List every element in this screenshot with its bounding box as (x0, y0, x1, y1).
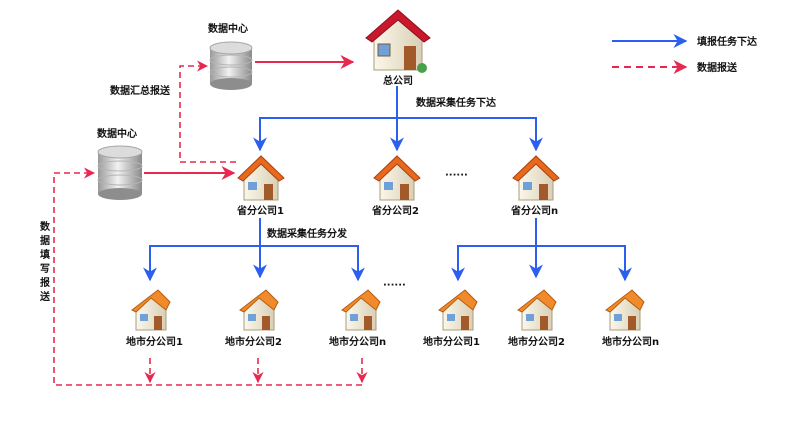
provn-label: 省分公司n (510, 204, 558, 217)
house-icon (373, 155, 421, 201)
prov1-house (237, 155, 285, 201)
city1b-house (438, 289, 478, 331)
house-icon (512, 155, 560, 201)
prov-ellipsis: ······ (445, 170, 468, 181)
city2b-label: 地市分公司2 (508, 335, 565, 348)
city2b-house (517, 289, 557, 331)
city1b-label: 地市分公司1 (423, 335, 480, 348)
house-icon (237, 155, 285, 201)
dispatch-connectors (143, 86, 632, 282)
legend-dispatch-label: 填报任务下达 (697, 35, 757, 48)
prov2-label: 省分公司2 (371, 204, 419, 217)
city-bus-right (457, 245, 626, 277)
database-icon (209, 41, 253, 90)
cities-to-db-left-dashed (53, 167, 362, 386)
prov1-label: 省分公司1 (236, 204, 284, 217)
db-top (209, 41, 253, 90)
summary-report-label: 数据汇总报送 (110, 84, 171, 97)
city-bus-left (149, 245, 359, 277)
database-icon (97, 145, 143, 200)
fill-report-vertical-label: 数据填写报送 (39, 220, 51, 303)
hq-label: 总公司 (383, 74, 413, 87)
legend: 填报任务下达 数据报送 (612, 34, 757, 74)
prov2-house (373, 155, 421, 201)
house-icon (605, 289, 645, 331)
cityn-house (341, 289, 381, 331)
city1-house (131, 289, 171, 331)
prov-to-db-top-dashed (179, 60, 236, 163)
house-icon (239, 289, 279, 331)
city2-label: 地市分公司2 (225, 335, 282, 348)
db-left (97, 145, 143, 200)
hq-house (365, 9, 431, 73)
fill-report-label: 数据填写报送 (39, 220, 51, 303)
city-ellipsis: ······ (383, 280, 406, 291)
cityn-label: 地市分公司n (329, 335, 386, 348)
collect-dispatch-label: 数据采集任务下达 (416, 96, 496, 109)
report-connectors (53, 55, 368, 386)
db-top-label: 数据中心 (208, 22, 248, 35)
house-icon (365, 9, 431, 73)
provn-house (512, 155, 560, 201)
house-icon (131, 289, 171, 331)
prov-bus (259, 117, 537, 148)
house-icon (341, 289, 381, 331)
citynb-label: 地市分公司n (602, 335, 659, 348)
house-icon (517, 289, 557, 331)
db-left-label: 数据中心 (97, 127, 137, 140)
collect-distribute-label: 数据采集任务分发 (267, 227, 348, 240)
city1-label: 地市分公司1 (126, 335, 183, 348)
city2-house (239, 289, 279, 331)
house-icon (438, 289, 478, 331)
citynb-house (605, 289, 645, 331)
legend-report-label: 数据报送 (697, 61, 738, 74)
